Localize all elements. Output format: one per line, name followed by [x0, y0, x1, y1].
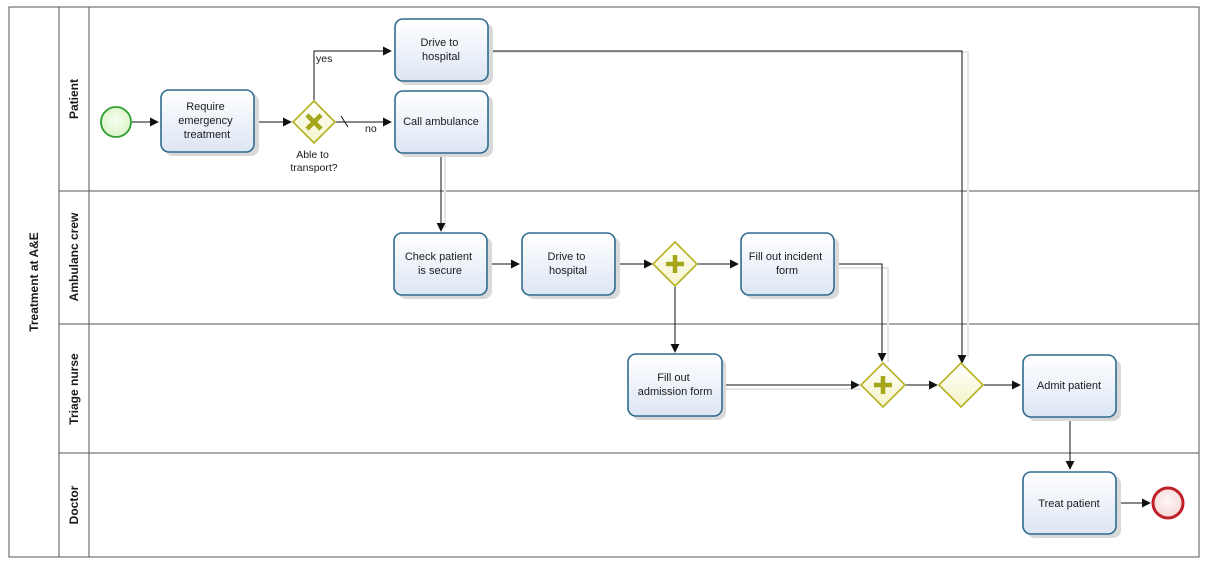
svg-text:Admit patient: Admit patient [1037, 380, 1101, 392]
flow-drive-to-merge [488, 50, 967, 364]
task-label-line: is secure [418, 265, 462, 277]
parallel-plus-icon [874, 376, 892, 394]
lane-label-doctor: Doctor [67, 485, 81, 524]
gateway-exclusive-merge[interactable] [937, 361, 985, 409]
gateway-parallel-split[interactable] [651, 240, 699, 288]
svg-text:Require emergency: Require emergency treatment [178, 101, 235, 141]
parallel-plus-icon [666, 255, 684, 273]
task-call-ambulance[interactable]: Call ambulance [394, 90, 493, 157]
task-label-line: admission form [638, 386, 713, 398]
task-fill-out-admission-form[interactable]: Fill out admission form [627, 353, 726, 420]
task-label-line: Treat patient [1038, 498, 1099, 510]
gateway-parallel-join[interactable] [859, 361, 907, 409]
svg-text:Drive to hospital: Drive to hospital [548, 251, 589, 277]
gateway-able-to-transport[interactable] [291, 99, 337, 145]
svg-text:Fill out admission form: Fill out admission form [638, 372, 713, 398]
flow-shadows [444, 51, 969, 390]
task-treat-patient[interactable]: Treat patient [1022, 471, 1121, 538]
svg-text:Call ambulance: Call ambulance [403, 116, 479, 128]
svg-text:Treat patient: Treat patient [1038, 498, 1099, 510]
task-label-line: form [776, 265, 798, 277]
task-check-patient-secure[interactable]: Check patient is secure [393, 232, 492, 299]
svg-text:Check patient is secure: Check patient is secure [405, 251, 475, 277]
task-label-line: Fill out incident [749, 251, 822, 263]
flow-label-no: no [365, 123, 377, 135]
task-label-line: treatment [184, 129, 230, 141]
end-event[interactable] [1151, 486, 1185, 520]
task-drive-to-hospital-ambulance[interactable]: Drive to hospital [521, 232, 620, 299]
task-label-line: hospital [422, 51, 460, 63]
task-admit-patient[interactable]: Admit patient [1022, 354, 1121, 421]
task-label-line: Require [186, 101, 225, 113]
task-label-line: emergency [178, 115, 233, 127]
task-label-line: Fill out [657, 372, 689, 384]
flow-incident-to-join [832, 263, 887, 362]
task-label-line: Drive to [421, 37, 459, 49]
task-label-line: hospital [549, 265, 587, 277]
task-label-line: Check patient [405, 251, 472, 263]
exclusive-x-icon [305, 113, 323, 131]
task-require-emergency-treatment[interactable]: Require emergency treatment [160, 89, 259, 156]
sequence-flows [132, 46, 1151, 508]
flow-default-marker [340, 115, 349, 128]
task-fill-out-incident-form[interactable]: Fill out incident form [740, 232, 839, 299]
gateway-label: Able to transport? [290, 149, 337, 174]
start-event[interactable] [100, 106, 132, 138]
svg-text:Drive to hospital: Drive to hospital [421, 37, 462, 63]
flow-yes [313, 46, 392, 101]
svg-text:Fill out incident form: Fill out incident form [749, 251, 825, 277]
task-label-line: Drive to [548, 251, 586, 263]
flow-label-yes: yes [316, 53, 332, 65]
lane-label-triage-nurse: Triage nurse [67, 353, 81, 425]
lane-label-ambulance-crew: Ambulanc crew [67, 212, 81, 301]
task-label-line: Call ambulance [403, 116, 479, 128]
lane-label-patient: Patient [67, 79, 81, 119]
pool-title: Treatment at A&E [27, 232, 41, 332]
task-label-line: Admit patient [1037, 380, 1101, 392]
lane-labels: Patient Ambulanc crew Triage nurse Docto… [67, 79, 81, 524]
task-drive-to-hospital-self[interactable]: Drive to hospital [394, 18, 493, 85]
